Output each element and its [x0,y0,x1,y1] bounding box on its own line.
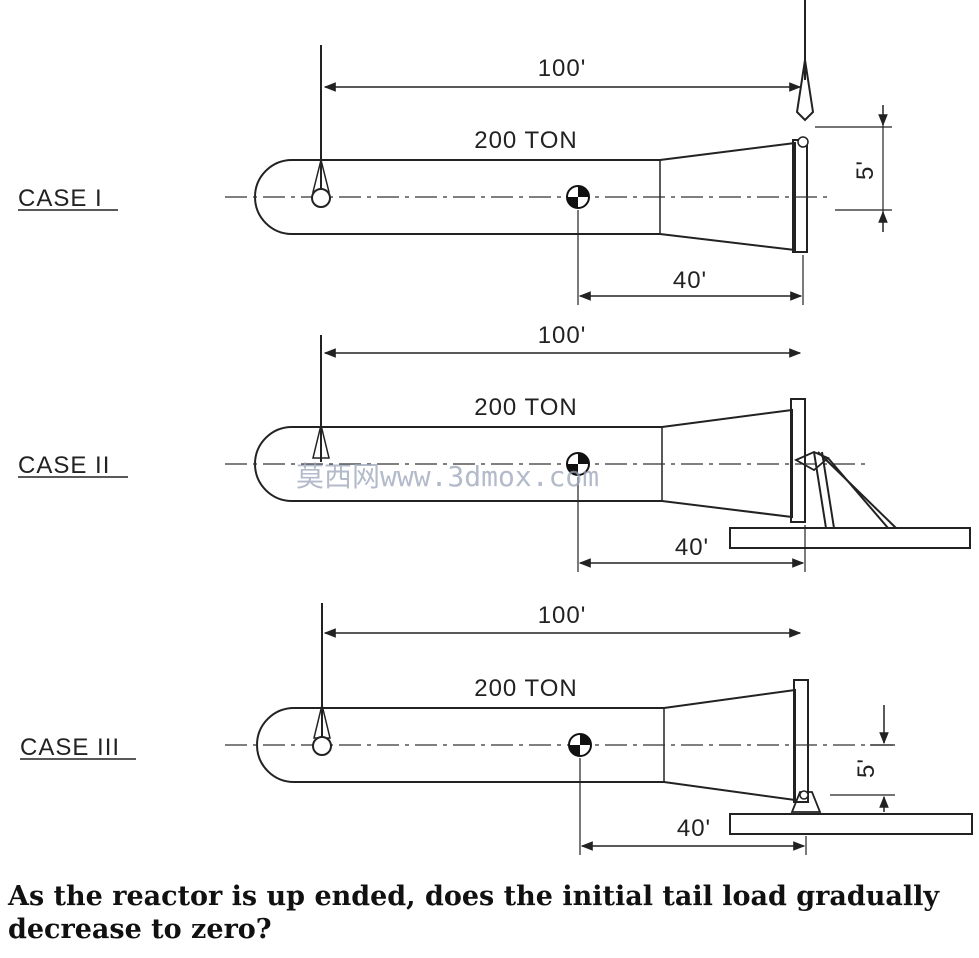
watermark-text: 莫西网www.3dmox.com [296,460,599,493]
case-1-cg-label: 40' [673,267,707,294]
case-1-vessel [254,141,796,252]
case-2-ground-beam [729,527,971,549]
case-3-tail-flange [793,679,809,803]
question-text: As the reactor is up ended, does the ini… [8,881,940,945]
case-2-weight-label: 200 TON [474,394,578,421]
case-3-span-label: 100' [538,602,587,629]
case-3-weight-label: 200 TON [474,675,578,702]
case-1-tail-shackle [795,59,815,122]
case-3-tail-support [729,790,973,835]
case-1-label: CASE I [18,185,103,212]
case-3-label: CASE III [20,734,120,761]
case-1-tail-pin [797,136,809,148]
case-3-cg-icon [568,733,592,757]
case-2-vessel [254,408,793,519]
case-3-ground-beam [729,813,973,835]
case-3-height-label: 5' [853,758,880,778]
case-2-cg-label: 40' [675,534,709,561]
case-2: CASE II 100' 200 TON 40' 莫西网www.3d [18,322,971,572]
case-3: CASE III 100' 200 TON 40' [20,602,973,855]
case-1-height-label: 5' [852,160,879,180]
case-1-cg-icon [566,185,590,209]
case-1-head-trunnion [311,188,331,208]
case-3-cg-label: 40' [677,815,711,842]
case-3-vessel [256,688,796,802]
case-1-weight-label: 200 TON [474,127,578,154]
case-2-span-label: 100' [538,322,587,349]
case-2-tail-flange [790,398,806,523]
case-2-label: CASE II [18,452,110,479]
case-3-head-trunnion [312,736,332,756]
case-2-head-lug [312,424,330,459]
case-1: CASE I 100' 200 TON 40' [18,0,892,305]
case-1-span-label: 100' [538,55,587,82]
case-2-cg-icon [566,452,590,476]
case-2-tail-frame [729,451,971,549]
